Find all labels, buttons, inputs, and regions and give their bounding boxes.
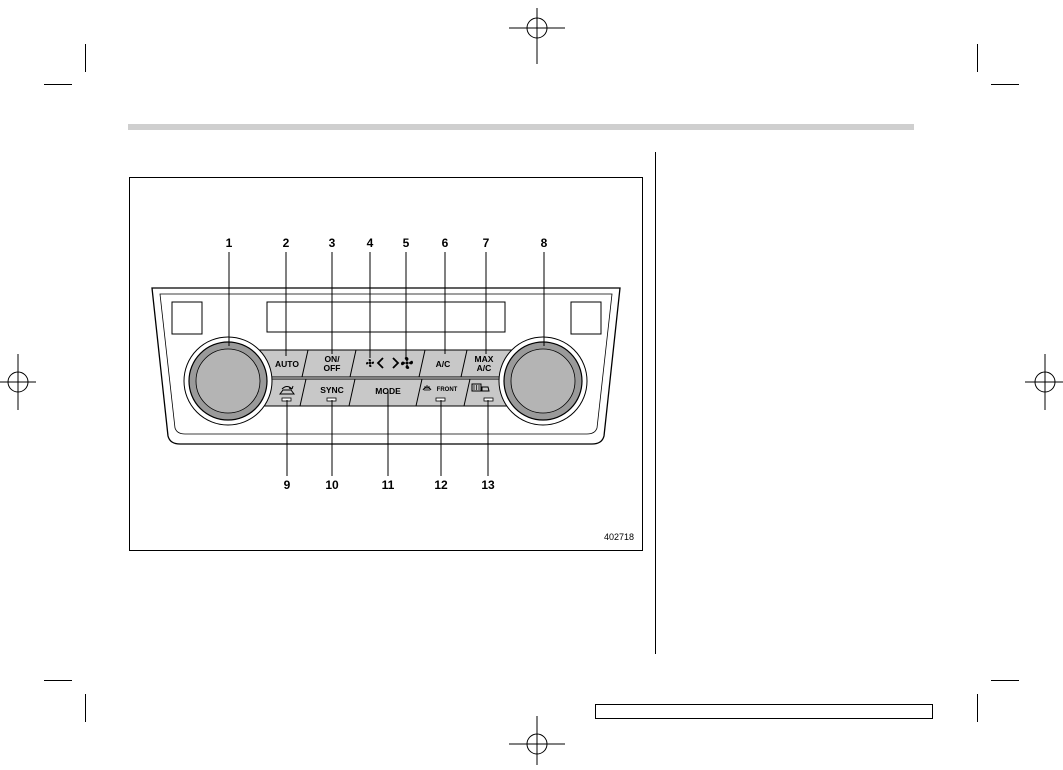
left-temperature-knob[interactable] xyxy=(183,336,273,426)
fan-small-icon xyxy=(366,359,374,367)
callout-10: 10 xyxy=(325,478,339,492)
callout-7: 7 xyxy=(482,236,490,250)
crop-mark xyxy=(977,44,978,72)
registration-mark-bottom xyxy=(509,716,565,765)
right-temperature-knob[interactable] xyxy=(498,336,588,426)
fan-large-icon xyxy=(401,357,413,369)
mode-button[interactable]: MODE xyxy=(375,386,401,396)
fan-up-arrow-icon xyxy=(392,357,400,369)
on-off-button[interactable]: ON/ OFF xyxy=(323,354,341,373)
registration-mark-right xyxy=(1025,354,1063,410)
rear-defogger-icon xyxy=(471,383,490,392)
crop-mark xyxy=(44,84,72,85)
callout-13: 13 xyxy=(481,478,495,492)
fan-down-arrow-icon xyxy=(376,357,384,369)
callout-4: 4 xyxy=(366,236,374,250)
callout-5: 5 xyxy=(402,236,410,250)
sync-button[interactable]: SYNC xyxy=(320,385,344,395)
callout-8: 8 xyxy=(540,236,548,250)
footer-box xyxy=(595,704,933,719)
crop-mark xyxy=(44,680,72,681)
max-ac-button[interactable]: MAX A/C xyxy=(474,354,494,373)
crop-mark xyxy=(977,694,978,722)
right-vent xyxy=(570,301,602,335)
display-window xyxy=(266,301,506,333)
ac-button[interactable]: A/C xyxy=(435,359,451,369)
recirculation-icon xyxy=(279,385,295,395)
header-bar xyxy=(128,124,914,130)
callout-6: 6 xyxy=(441,236,449,250)
crop-mark xyxy=(991,680,1019,681)
crop-mark xyxy=(85,694,86,722)
callout-2: 2 xyxy=(282,236,290,250)
callout-1: 1 xyxy=(225,236,233,250)
callout-12: 12 xyxy=(434,478,448,492)
auto-button[interactable]: AUTO xyxy=(275,359,299,369)
front-defroster-button[interactable]: FRONT xyxy=(436,387,458,393)
registration-mark-top xyxy=(509,8,565,64)
front-defroster-icon xyxy=(422,385,432,391)
registration-mark-left xyxy=(0,354,36,410)
callout-11: 11 xyxy=(381,478,395,492)
crop-mark xyxy=(991,84,1019,85)
climate-control-figure: AUTO ON/ OFF A/C MAX A/C SYNC MODE FRONT… xyxy=(129,177,643,551)
crop-mark xyxy=(85,44,86,72)
left-vent xyxy=(171,301,203,335)
climate-panel-drawing xyxy=(151,252,621,476)
column-divider xyxy=(655,152,656,654)
callout-3: 3 xyxy=(328,236,336,250)
figure-id: 402718 xyxy=(603,532,634,542)
callout-9: 9 xyxy=(283,478,291,492)
